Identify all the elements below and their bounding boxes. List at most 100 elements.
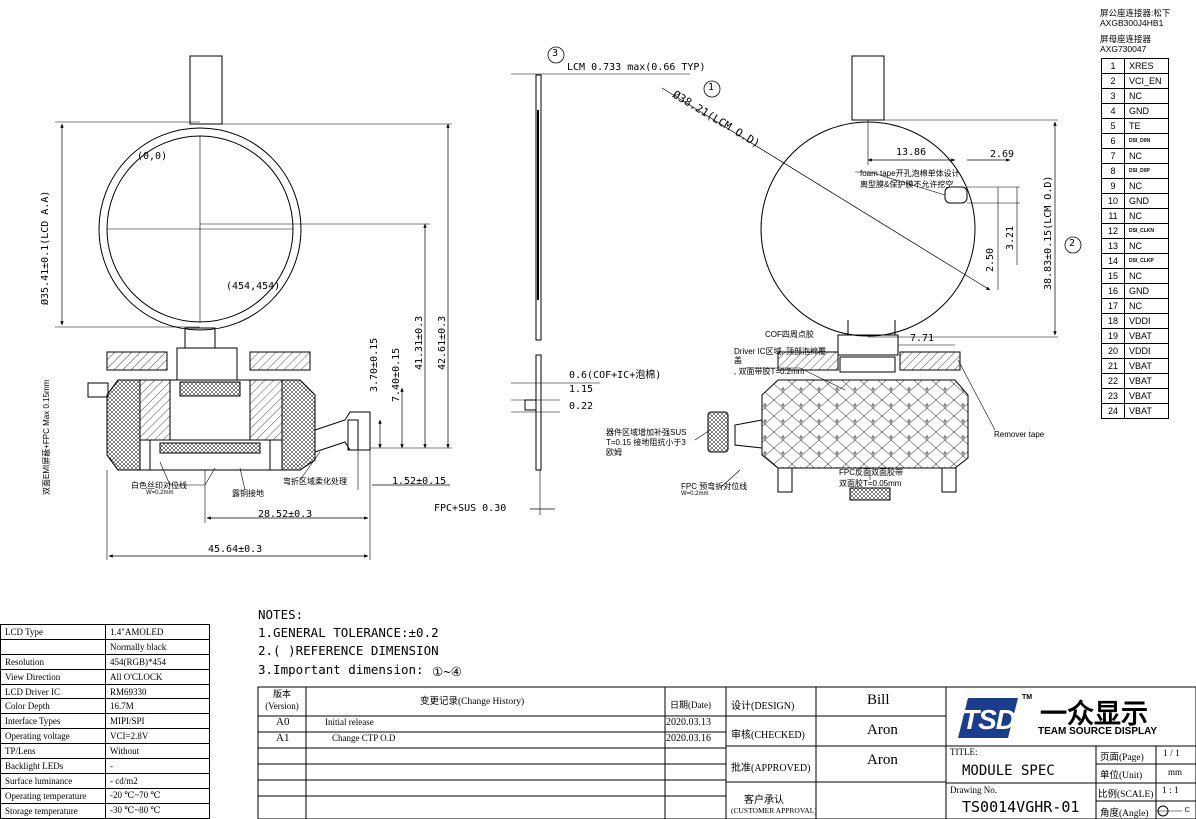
spec-row: Storage temperature-30 ℃~80 ℃ xyxy=(0,802,210,819)
note-2: 2.( )REFERENCE DIMENSION xyxy=(258,643,439,658)
pin-number: 17 xyxy=(1101,298,1125,314)
design-label: 设计(DESIGN) xyxy=(731,701,795,712)
design-name: Bill xyxy=(867,692,890,708)
history-version-label: 版本 xyxy=(272,689,291,699)
dim-0-6: 0.6(COF+IC+泡棉) xyxy=(569,370,662,381)
dim-28-52: 28.52±0.3 xyxy=(258,509,313,520)
customer-label: 客户承认 xyxy=(744,795,784,806)
pin-function: NC xyxy=(1124,268,1169,284)
dim-45-64: 45.64±0.3 xyxy=(208,544,263,555)
logo-mark: TSD xyxy=(962,704,1016,735)
emi-note: 双面EMI屏蔽+FPC Max 0.15mm xyxy=(42,379,51,495)
spec-label: LCD Driver IC xyxy=(0,683,106,700)
end-point-label: (454,454) xyxy=(226,281,281,292)
pin-function: VBAT xyxy=(1124,388,1169,404)
pin-number: 21 xyxy=(1101,358,1125,374)
pin-number: 19 xyxy=(1101,328,1125,344)
pin-number: 14 xyxy=(1101,253,1125,269)
customer-label-en: (CUSTOMER APPROVAL) xyxy=(731,806,817,815)
pin-function: VBAT xyxy=(1124,373,1169,389)
scale-label: 比例(SCALE) xyxy=(1098,790,1154,800)
spec-value: All O'CLOCK xyxy=(105,668,210,685)
approved-label: 批准(APPROVED) xyxy=(731,763,811,774)
pin-function: DSI_CLKN xyxy=(1124,223,1169,239)
title-label: TITLE: xyxy=(950,747,978,757)
connector-female-part: AXG730047 xyxy=(1100,44,1147,54)
spec-label: LCD Type xyxy=(0,624,106,640)
pin-number: 18 xyxy=(1101,313,1125,329)
pin-number: 6 xyxy=(1101,133,1125,149)
pin-number: 2 xyxy=(1101,73,1125,89)
scale-value: 1 : 1 xyxy=(1162,786,1179,796)
sus-note-2: T=0.15 接地阻抗小于3 xyxy=(606,438,686,447)
pin-number: 22 xyxy=(1101,373,1125,389)
pin-function: GND xyxy=(1124,193,1169,209)
logo-tm: TM xyxy=(1022,694,1033,701)
spec-row: Surface luminance- cd/m2 xyxy=(0,772,210,789)
od-h-dimension: 38.83±0.15(LCM O.D) xyxy=(1043,175,1054,290)
spec-value: - xyxy=(105,758,210,774)
pin-function: VBAT xyxy=(1124,358,1169,374)
history-date: 2020.03.16 xyxy=(666,733,711,744)
spec-label: Interface Types xyxy=(0,713,106,730)
angle-label: 角度(Angle) xyxy=(1100,809,1149,819)
cof-note: COF四周点胶 xyxy=(765,330,814,339)
pin-function: GND xyxy=(1124,283,1169,299)
pin-number: 1 xyxy=(1101,58,1125,74)
spec-value: RM69330 xyxy=(105,683,210,700)
dim-2-50: 2.50 xyxy=(985,247,996,272)
spec-label: Operating temperature xyxy=(0,787,106,804)
spec-value: -20 ℃~70 ℃ xyxy=(105,787,210,804)
pin-function: VDDI xyxy=(1124,313,1169,329)
pin-function: NC xyxy=(1124,178,1169,194)
sus-note-3: 欧姆 xyxy=(606,448,622,457)
company-logo xyxy=(958,698,1018,738)
pin-number: 16 xyxy=(1101,283,1125,299)
spec-value: MIPI/SPI xyxy=(105,713,210,730)
company-cn: 一众显示 xyxy=(1040,699,1148,729)
title-value: MODULE SPEC xyxy=(962,763,1055,779)
pin-function: NC xyxy=(1124,238,1169,254)
dim-3-70: 3.70±0.15 xyxy=(369,337,380,392)
company-en: TEAM SOURCE DISPLAY xyxy=(1038,726,1158,737)
driver-note-2: 盖 xyxy=(734,356,742,365)
dim-2-69: 2.69 xyxy=(990,149,1015,160)
pin-function: TE xyxy=(1124,118,1169,134)
drawing-label: Drawing No. xyxy=(950,785,997,795)
pin-number: 12 xyxy=(1101,223,1125,239)
connector-male-label: 屏公座连接器:松下 xyxy=(1100,8,1171,18)
spec-row: Backlight LEDs- xyxy=(0,758,210,774)
pin-number: 13 xyxy=(1101,238,1125,254)
dim-1-52: 1.52±0.15 xyxy=(392,476,447,487)
aa-dimension: Ø35.41±0.1(LCD A.A) xyxy=(40,190,51,305)
history-version-header: 版本 (Version) xyxy=(258,688,306,712)
spec-value: Without xyxy=(105,743,210,760)
spec-label: Surface luminance xyxy=(0,772,106,789)
spec-label: TP/Lens xyxy=(0,743,106,760)
notes-heading: NOTES: xyxy=(258,607,304,622)
spec-value: - cd/m2 xyxy=(105,772,210,789)
spec-label xyxy=(0,638,106,655)
fpc-note-1: FPC 预弯折对位线 xyxy=(681,482,748,491)
copper-note: 露铜接地 xyxy=(232,489,264,498)
pin-number: 3 xyxy=(1101,88,1125,104)
pin-function: GND xyxy=(1124,103,1169,119)
